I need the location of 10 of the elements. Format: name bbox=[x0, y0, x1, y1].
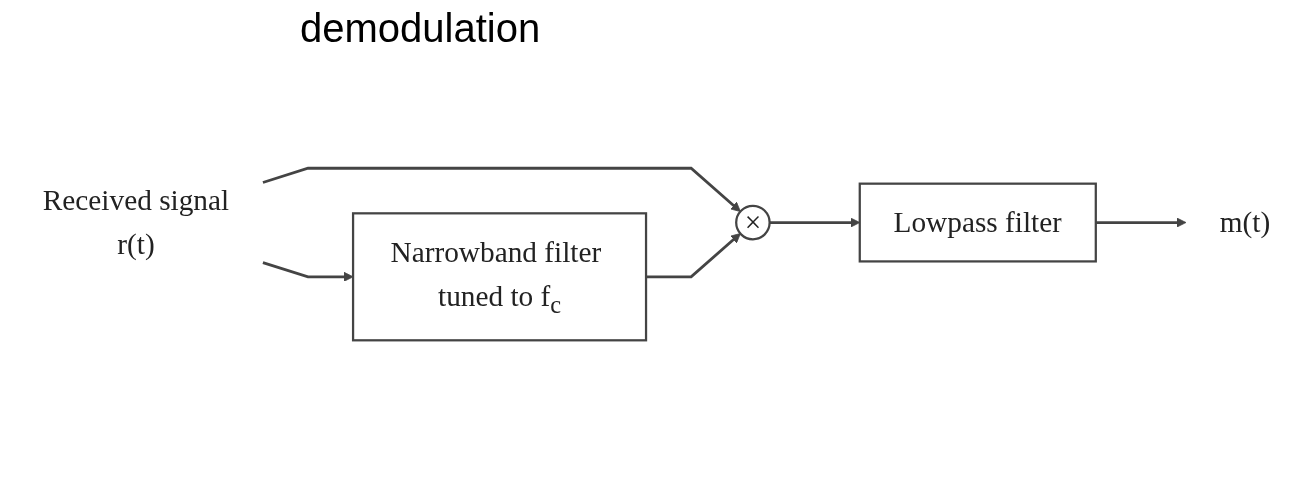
node-text: Received signal r(t) bbox=[42, 184, 230, 261]
node-circle: × bbox=[735, 204, 771, 241]
arrow bbox=[646, 233, 741, 279]
node-box: Lowpass filter bbox=[858, 182, 1097, 263]
diagram-title: demodulation bbox=[300, 6, 541, 51]
arrow bbox=[262, 166, 741, 212]
arrow bbox=[1095, 217, 1187, 228]
node-box: Narrowband filter tuned to f$_{c}$ bbox=[351, 212, 648, 342]
node-text: m(t) bbox=[1219, 206, 1271, 239]
arrow bbox=[262, 261, 354, 282]
